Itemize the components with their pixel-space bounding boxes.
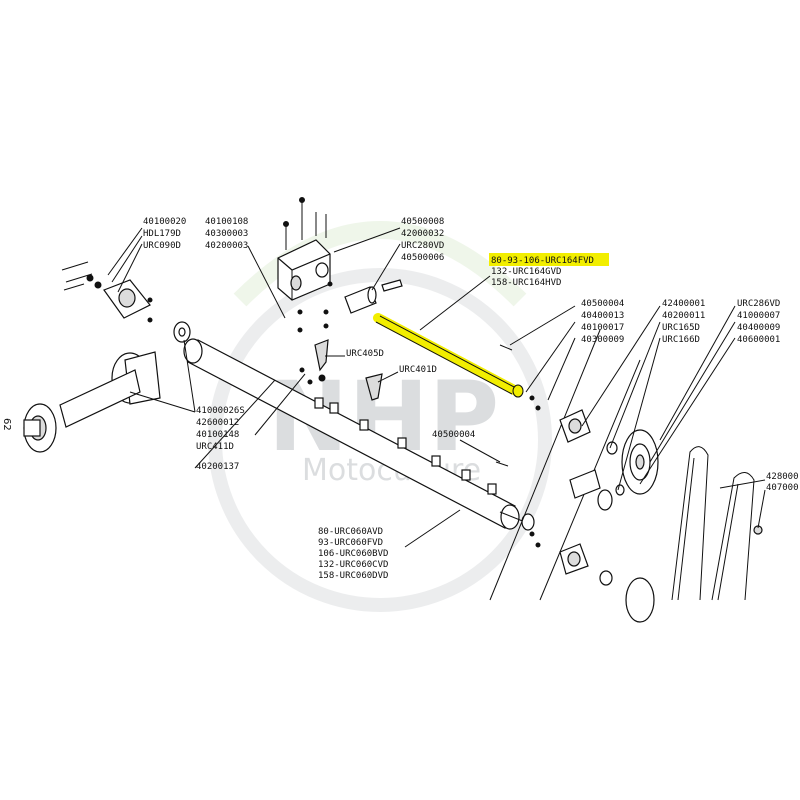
callout-line: 42400001	[662, 299, 705, 309]
callout-line: 40100148	[196, 430, 239, 440]
callout-line: URC286VD	[737, 299, 780, 309]
callout-line: 158-URC164HVD	[491, 278, 561, 288]
callout-line: 106-URC060BVD	[318, 549, 388, 559]
callout-line: 40300009	[581, 335, 624, 345]
callout-line: HDL179D	[143, 229, 181, 239]
callout-line: 80-93-106-URC164FVD	[491, 256, 594, 266]
callout-g2: 40100108 40300003 40200003	[205, 217, 248, 251]
callout-g4-highlighted: 80-93-106-URC164FVD 132-URC164GVD 158-UR…	[489, 253, 609, 288]
callout-line: 40200137	[196, 462, 239, 472]
callout-line: URC401D	[399, 365, 437, 375]
callout-line: URC165D	[662, 323, 700, 333]
callout-line: 40500004	[432, 430, 475, 440]
callout-g11: 41000026S 42600012 40100148 URC411D	[196, 406, 245, 452]
callout-line: 40400009	[737, 323, 780, 333]
callout-line: 428000	[766, 472, 799, 482]
callout-line: 93-URC060FVD	[318, 538, 383, 548]
callout-line: 132-URC164GVD	[491, 267, 561, 277]
callout-line: URC166D	[662, 335, 700, 345]
callout-line: 132-URC060CVD	[318, 560, 388, 570]
callout-line: 42000032	[401, 229, 444, 239]
callout-line: 407000	[766, 483, 799, 493]
callout-line: 41000026S	[196, 406, 245, 416]
callout-line: 42600012	[196, 418, 239, 428]
callout-g14: 80-URC060AVD 93-URC060FVD 106-URC060BVD …	[318, 527, 388, 581]
callout-g1: 40100020 HDL179D URC090D	[143, 217, 186, 251]
shaft-fasteners-part	[495, 344, 541, 548]
callout-g13: 40500004	[432, 430, 475, 440]
callout-line: 40500008	[401, 217, 444, 227]
gearbox-part	[277, 197, 333, 333]
callout-g9: URC405D	[346, 349, 384, 359]
blade-bolts-part	[299, 367, 326, 385]
callout-g3: 40500008 42000032 URC280VD 40500006	[401, 217, 444, 263]
callout-line: URC280VD	[401, 241, 444, 251]
callout-g12: 40200137	[196, 462, 239, 472]
page-number: 62	[1, 418, 12, 431]
flail-brackets	[314, 397, 497, 495]
callout-line: URC411D	[196, 442, 234, 452]
callout-line: 158-URC060DVD	[318, 571, 388, 581]
washer-part	[173, 321, 191, 343]
rotor-tube-part	[183, 338, 535, 531]
callout-g7: URC286VD 41000007 40400009 40600001	[737, 299, 780, 345]
callout-g6: 42400001 40200011 URC165D URC166D	[662, 299, 705, 345]
drive-pulley-part	[597, 429, 659, 623]
callout-line: 40200011	[662, 311, 705, 321]
callout-line: 40100108	[205, 217, 248, 227]
callout-line: 40500006	[401, 253, 444, 263]
callout-g5: 40500004 40400013 40100017 40300009	[581, 299, 624, 345]
callout-line: 40300003	[205, 229, 248, 239]
callout-line: 40400013	[581, 311, 624, 321]
callout-line: 40100017	[581, 323, 624, 333]
callout-line: URC090D	[143, 241, 181, 251]
left-bearing-flange-part	[61, 261, 153, 323]
callout-line: URC405D	[346, 349, 384, 359]
callout-line: 41000007	[737, 311, 780, 321]
flail-blades-part	[314, 339, 383, 401]
coupling-sleeve-part	[344, 279, 403, 314]
callout-line: 40200003	[205, 241, 248, 251]
right-side-plate-part	[489, 329, 641, 601]
callout-line: 80-URC060AVD	[318, 527, 383, 537]
callout-g10: URC401D	[399, 365, 437, 375]
v-belts-part	[671, 446, 763, 601]
callout-g8: 428000 407000	[766, 472, 799, 493]
highlighted-drive-shaft-part	[373, 313, 524, 398]
leader-lines	[107, 227, 766, 548]
pto-shaft-part	[23, 351, 161, 453]
callout-line: 40500004	[581, 299, 624, 309]
callout-line: 40600001	[737, 335, 780, 345]
callout-line: 40100020	[143, 217, 186, 227]
